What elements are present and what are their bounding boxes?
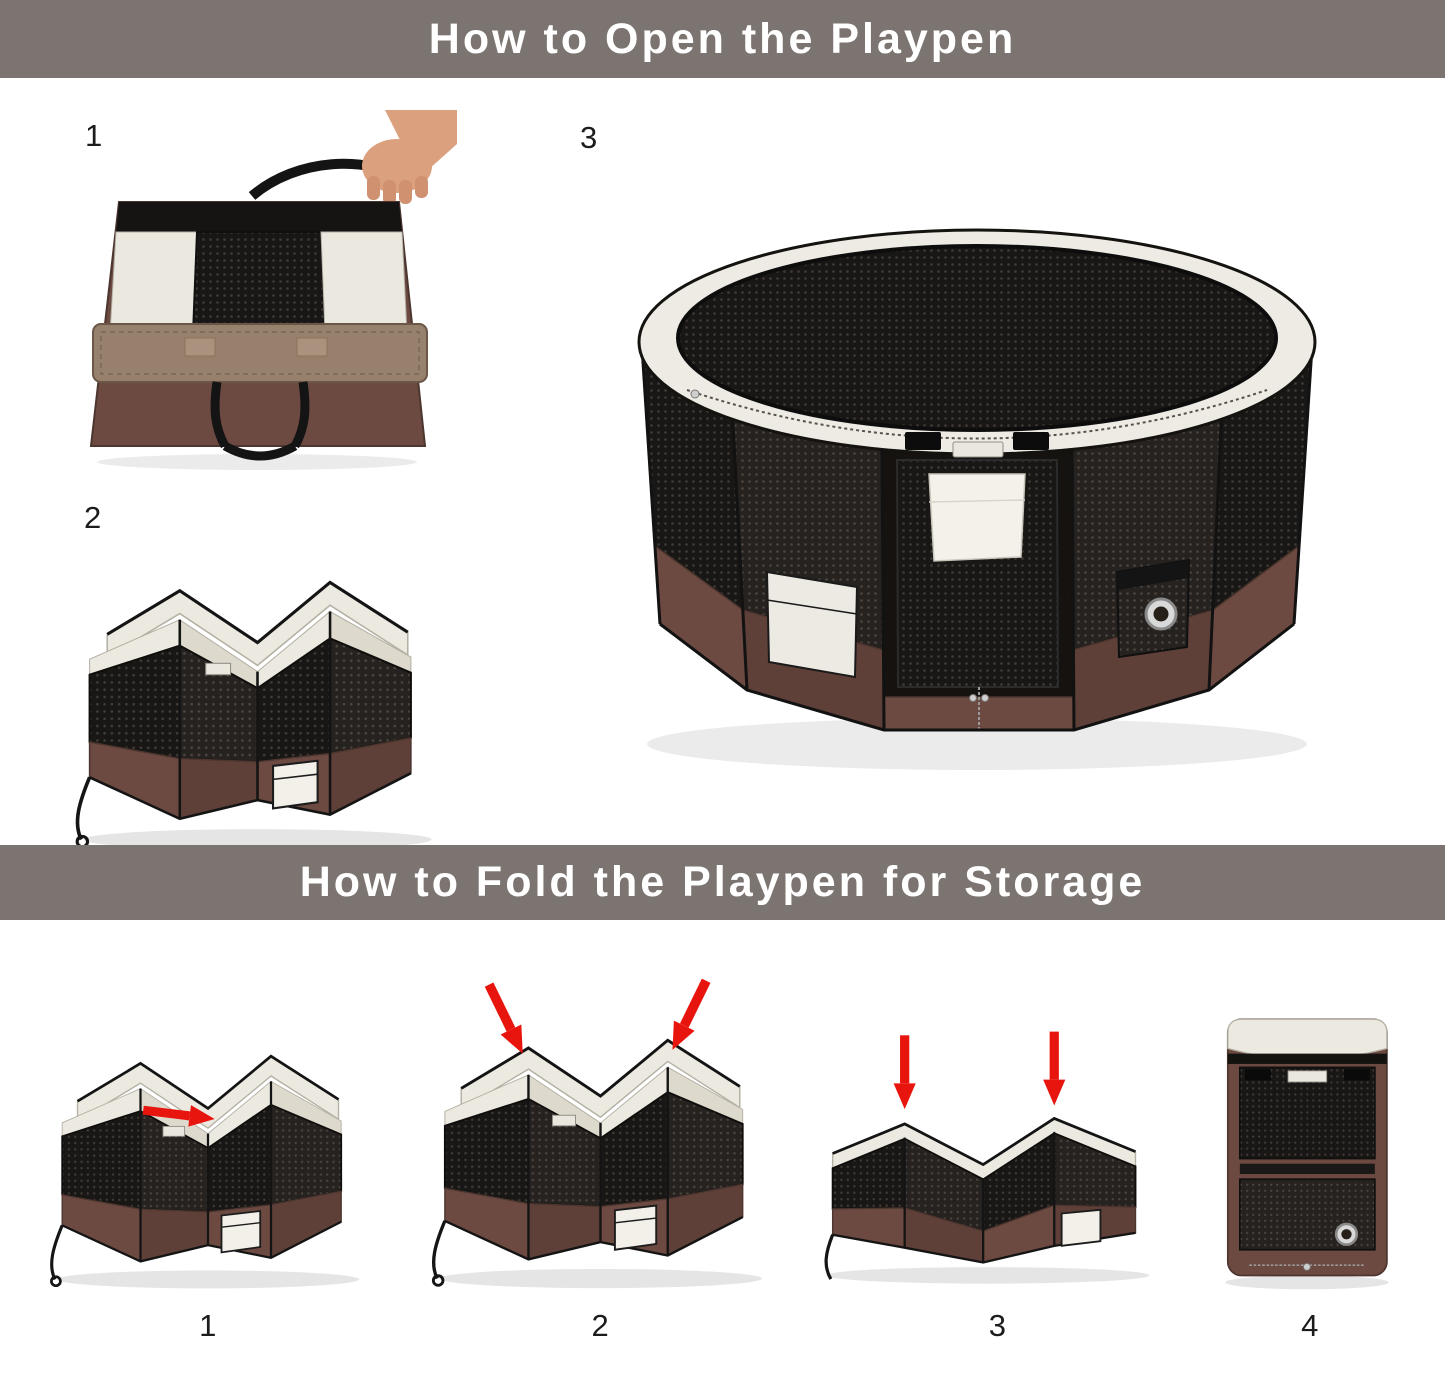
bag-cream-panel-right <box>320 231 408 335</box>
shadow <box>647 718 1307 770</box>
rim-zipper <box>686 389 1268 440</box>
folded-pack-mesh-upper <box>1239 1066 1376 1160</box>
banner-fold-title: How to Fold the Playpen for Storage <box>299 858 1146 906</box>
hand-grabbing-handle <box>362 110 457 205</box>
red-arrow-down-left <box>484 982 523 1054</box>
banner-open: How to Open the Playpen <box>0 0 1445 78</box>
banner-fold: How to Fold the Playpen for Storage <box>0 845 1445 920</box>
shadow <box>97 454 417 470</box>
white-pocket <box>765 570 859 679</box>
red-arrow-down-1 <box>893 1035 917 1110</box>
fold-step-2: 2 <box>408 975 793 1344</box>
brand-label <box>1287 1070 1328 1083</box>
fold-step-1: 1 <box>28 995 388 1344</box>
velcro-tab-right <box>1013 432 1049 450</box>
divider-strap <box>1240 1163 1376 1175</box>
fold-step-3-photo <box>824 1031 1150 1284</box>
carry-bag-photo <box>89 110 457 470</box>
red-arrow-down-2 <box>1043 1031 1066 1106</box>
shadow <box>826 1267 1150 1284</box>
side-pocket-grommet <box>1115 558 1191 659</box>
fold-step-2-number: 2 <box>591 1308 609 1343</box>
mesh-top-rim <box>637 228 1317 456</box>
fold-step-3: 3 <box>812 1015 1182 1344</box>
velcro-tab-left <box>905 432 941 450</box>
velcro-tab-right <box>1344 1069 1370 1081</box>
half-unfolded-playpen-photo <box>75 580 434 852</box>
open-step-1: 1 <box>55 110 460 490</box>
bag-mesh-panel <box>191 231 327 335</box>
fold-step-1-number: 1 <box>199 1308 217 1343</box>
fold-step-4: 4 <box>1202 995 1417 1344</box>
open-step-2-number: 2 <box>84 500 102 535</box>
front-door-panel <box>880 444 1076 731</box>
red-arrow-right <box>142 1105 215 1127</box>
section-fold-steps: 1 2 <box>0 975 1445 1344</box>
panel-seams <box>640 346 1314 732</box>
bag-cream-panel-left <box>109 231 198 335</box>
banner-open-title: How to Open the Playpen <box>428 14 1017 63</box>
open-step-3-number: 3 <box>580 120 598 155</box>
velcro-tab-left <box>1245 1069 1271 1081</box>
bag-tan-flap <box>92 323 428 383</box>
fold-step-2-photo <box>431 978 764 1290</box>
brand-label <box>952 441 1004 458</box>
open-step-1-number: 1 <box>85 118 103 153</box>
fold-step-4-photo <box>1225 1018 1389 1290</box>
fold-step-4-number: 4 <box>1301 1308 1319 1343</box>
bag-handles <box>210 381 310 461</box>
white-pocket <box>1061 1208 1102 1247</box>
door-white-flap <box>928 473 1026 562</box>
folded-pack-black-seam <box>1227 1053 1388 1064</box>
red-arrow-down-right <box>672 978 711 1050</box>
open-octagon-playpen-photo <box>637 228 1317 770</box>
shadow <box>1225 1275 1389 1290</box>
open-step-2: 2 <box>40 498 475 852</box>
open-step-3: 3 <box>552 112 1402 817</box>
bag-top-band <box>116 202 402 232</box>
fold-step-1-photo <box>49 1054 361 1290</box>
strap <box>824 1234 835 1280</box>
fold-step-3-number: 3 <box>988 1308 1007 1343</box>
